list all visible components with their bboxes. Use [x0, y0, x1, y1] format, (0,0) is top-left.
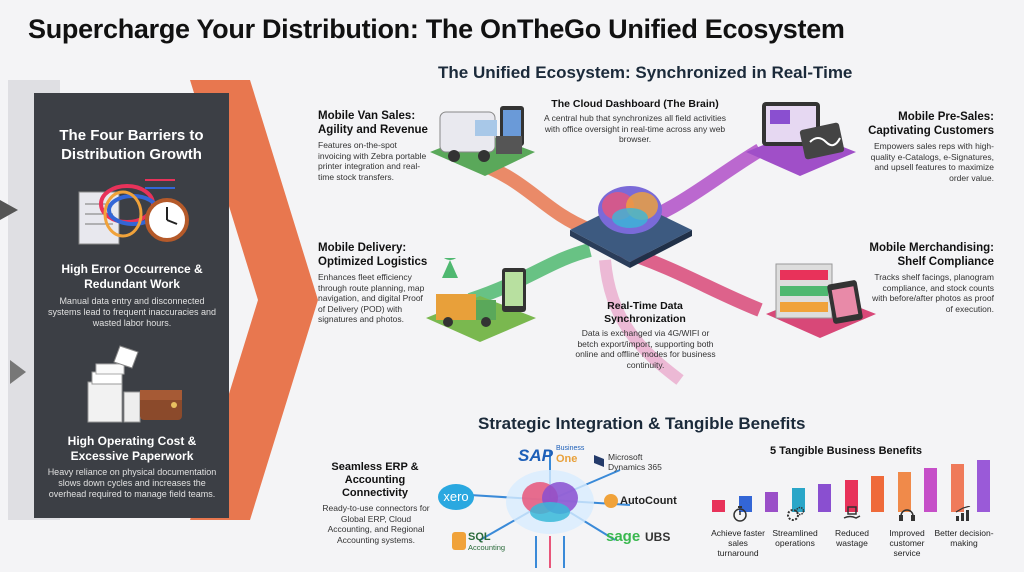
- dynamics-logo-icon: [594, 455, 604, 467]
- sap-sub-2: One: [556, 453, 578, 465]
- benefit-bar-6: [844, 480, 858, 512]
- tangled-clock-icon: [78, 179, 189, 245]
- cloud-brain-icon: [570, 186, 692, 268]
- pre-sales-illustration: [746, 102, 856, 176]
- benefit-label-5: Better decision-making: [934, 528, 994, 548]
- autocount-logo-icon: [604, 494, 618, 508]
- benefit-bar-1: [712, 500, 725, 512]
- erp-desc: Ready-to-use connectors for Global ERP, …: [322, 503, 430, 545]
- barrier-2-desc: Heavy reliance on physical documentation…: [47, 467, 217, 499]
- stopwatch-icon: [733, 506, 747, 522]
- sql-db-icon: [452, 532, 466, 550]
- hand-box-icon: [843, 506, 861, 519]
- barrier-1-heading: High Error Occurrence & Redundant Work: [61, 262, 203, 291]
- integration-title: Strategic Integration & Tangible Benefit…: [478, 414, 806, 433]
- benefit-label-4: Improved customer service: [889, 528, 925, 558]
- benefit-bar-5: [818, 484, 831, 512]
- sap-sub-1: Business: [556, 445, 585, 452]
- delivery-heading-1: Mobile Delivery:: [318, 242, 407, 254]
- benefit-bar-8: [897, 472, 911, 512]
- sage-ubs-logo: UBS: [645, 530, 671, 544]
- van-sales-heading-2: Agility and Revenue: [318, 124, 428, 136]
- benefit-bar-4: [791, 488, 805, 512]
- merchandising-illustration: [766, 263, 876, 338]
- autocount-logo: AutoCount: [620, 495, 677, 507]
- sync-desc: Data is exchanged via 4G/WIFI or betch e…: [575, 328, 716, 370]
- erp-heading: Seamless ERP & Accounting Connectivity: [331, 461, 419, 499]
- sync-heading-2: Synchronization: [604, 313, 686, 325]
- dynamics-text-1: Microsoft: [608, 452, 643, 462]
- dynamics-text-2: Dynamics 365: [608, 462, 662, 472]
- sage-logo: sage: [606, 528, 641, 545]
- barriers-title: The Four Barriers to Distribution Growth: [59, 127, 204, 163]
- gears-icon: [787, 506, 805, 521]
- merch-heading-1: Mobile Merchandising:: [869, 242, 994, 254]
- cloud-heading: The Cloud Dashboard (The Brain): [551, 98, 719, 110]
- van-sales-heading-1: Mobile Van Sales:: [318, 110, 416, 122]
- benefit-bar-11: [977, 460, 990, 512]
- van-sales-illustration: [430, 106, 535, 176]
- benefit-bar-9: [924, 468, 937, 512]
- sql-sub: Accounting: [468, 543, 506, 552]
- sync-heading-1: Real-Time Data: [607, 300, 683, 312]
- barrier-2-heading: High Operating Cost & Excessive Paperwor…: [67, 434, 197, 463]
- xero-logo: xero: [438, 484, 474, 510]
- ecosystem-title: The Unified Ecosystem: Synchronized in R…: [438, 63, 853, 82]
- van-sales-desc: Features on-the-spot invoicing with Zebr…: [318, 140, 427, 182]
- barriers-panel: [34, 93, 229, 518]
- benefit-label-2: Streamlined operations: [772, 528, 818, 548]
- growth-chart-icon: [955, 506, 971, 521]
- merch-heading-2: Shelf Compliance: [897, 256, 995, 268]
- benefit-label-1: Achieve faster sales turnaround: [711, 528, 765, 558]
- delivery-illustration: [426, 258, 536, 342]
- benefits-title: 5 Tangible Business Benefits: [770, 445, 923, 457]
- benefit-bar-7: [871, 476, 884, 512]
- sql-logo: SQL: [468, 531, 491, 543]
- headset-icon: [899, 509, 915, 521]
- benefit-bar-10: [950, 464, 964, 512]
- cloud-desc: A central hub that synchronizes all fiel…: [544, 113, 726, 144]
- benefit-bar-3: [765, 492, 778, 512]
- paperwork-wallet-icon: [87, 345, 182, 423]
- pre-sales-desc: Empowers sales reps with high-quality e-…: [870, 141, 994, 183]
- delivery-desc: Enhances fleet efficiency through route …: [318, 272, 425, 324]
- delivery-heading-2: Optimized Logistics: [318, 256, 428, 268]
- pre-sales-heading-1: Mobile Pre-Sales:: [898, 111, 994, 123]
- merch-desc: Tracks shelf facings, planogram complian…: [872, 272, 994, 314]
- pre-sales-heading-2: Captivating Customers: [868, 125, 994, 137]
- benefit-label-3: Reduced wastage: [834, 528, 870, 548]
- barrier-1-desc: Manual data entry and disconnected syste…: [47, 296, 217, 328]
- erp-brain-hub-icon: [469, 450, 631, 568]
- page-title: Supercharge Your Distribution: The OnThe…: [28, 14, 845, 44]
- sap-logo: SAP: [518, 446, 553, 465]
